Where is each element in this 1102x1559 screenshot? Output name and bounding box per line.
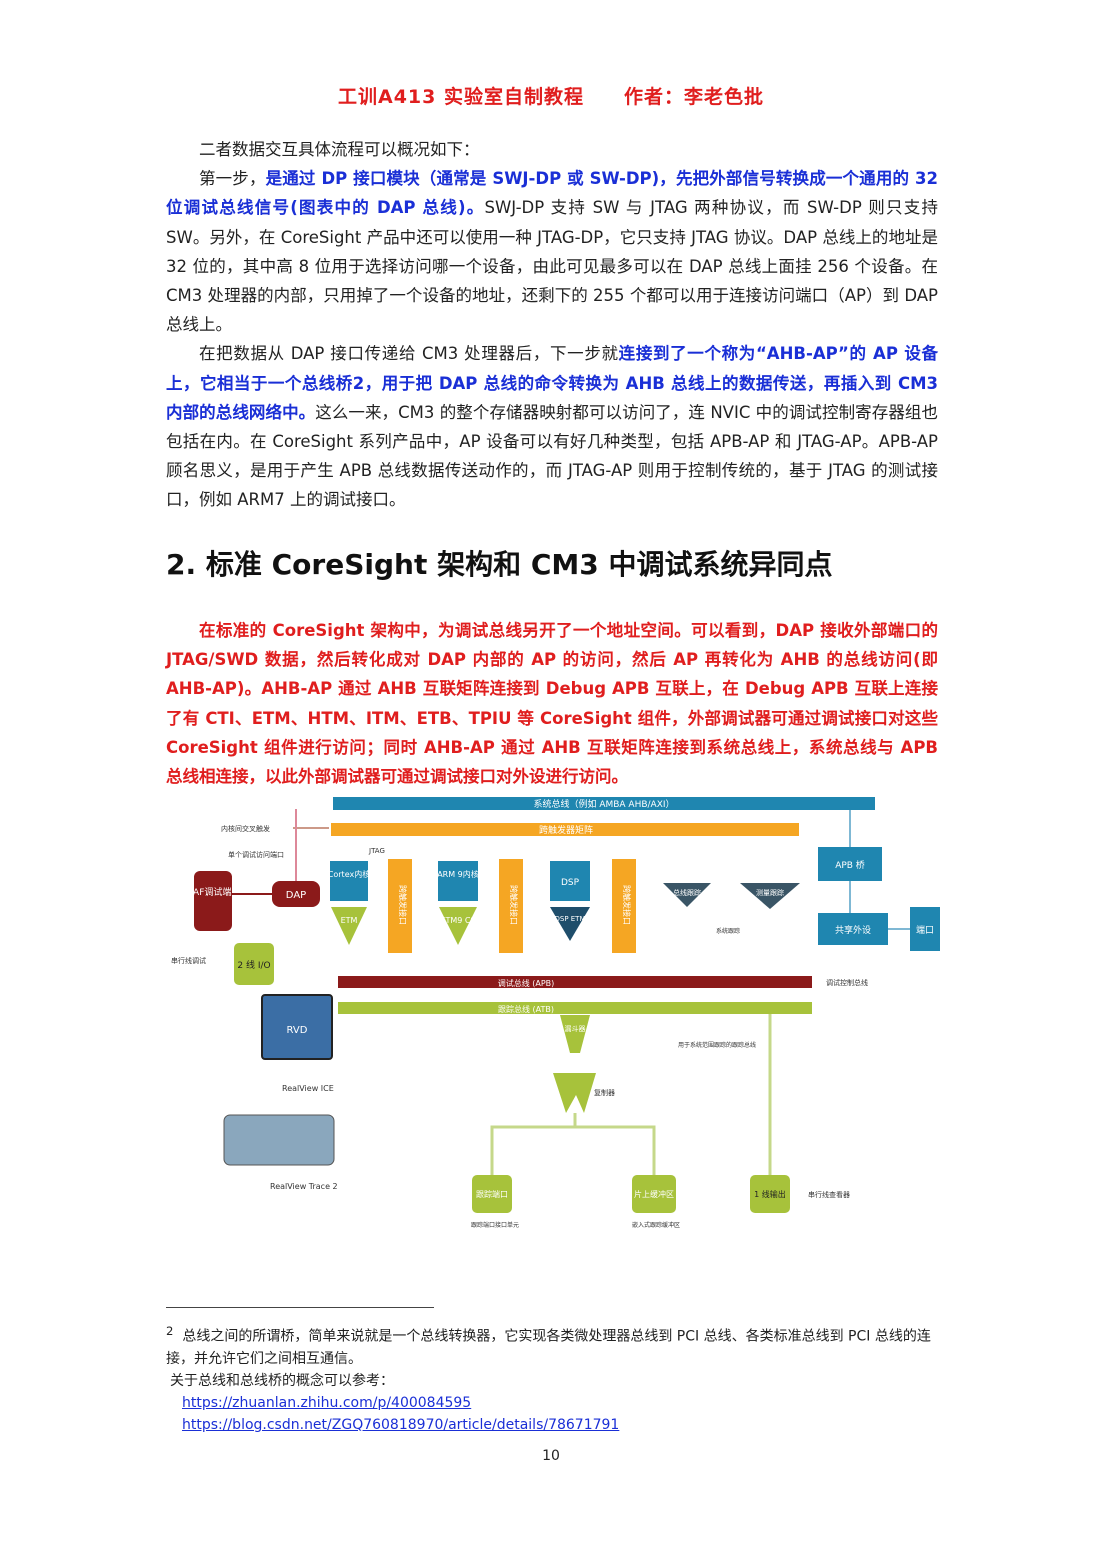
trace-bus-label: 跟踪总线 (ATB) (498, 1004, 554, 1014)
system-bus-label: 系统总线（例如 AMBA AHB/AXI） (533, 798, 674, 810)
two-wire-label: 2 线 I/O (237, 959, 270, 971)
sys-range-trace-label: 用于系统范围跟踪的跟踪总线 (678, 1041, 756, 1049)
system-bus-bar (333, 797, 875, 810)
dap-box (272, 881, 320, 907)
step2-rest: 这么一来，CM3 的整个存储器映射都可以访问了，连 NVIC 中的调试控制寄存器… (166, 402, 938, 510)
etm9-label: ETM9 CS (440, 916, 475, 925)
two-wire-box (234, 943, 274, 985)
bus-trace-label: 总线跟踪 (673, 888, 701, 897)
trace-port-box (472, 1175, 512, 1213)
jtaf-box (194, 871, 232, 931)
one-wire-label: 1 线输出 (754, 1189, 786, 1199)
replicator-label: 复制器 (594, 1088, 615, 1097)
dsp-etm-label: DSP ETM (554, 915, 585, 923)
jtaf-label: JTAF调试端口 (185, 886, 241, 898)
footnote-link-csdn[interactable]: https://blog.csdn.net/ZGQ760818970/artic… (182, 1416, 620, 1433)
section-para-text: 在标准的 CoreSight 架构中，为调试总线另开了一个地址空间。可以看到，D… (166, 621, 938, 787)
step1-lead: 第一步， (199, 169, 266, 189)
dsp-label: DSP (561, 878, 580, 888)
intercore-trigger-label: 内核间交叉触发 (221, 824, 270, 833)
one-wire-box (750, 1175, 790, 1213)
cti3-label: 跨触发接口 (622, 885, 632, 925)
replicator-shape (553, 1073, 596, 1113)
replicator-trace-line (490, 1113, 577, 1175)
rvd-label: RVD (287, 1025, 308, 1036)
step2-bold: 连接到了一个称为“AHB-AP”的 AP 设备上，它相当于一个总线桥2，用于把 … (166, 344, 938, 422)
sys-trace-label: 系统跟踪 (716, 927, 740, 935)
onchip-buffer-label: 片上缓冲区 (634, 1189, 674, 1199)
realview-trace-label: RealView Trace 2 (270, 1182, 338, 1191)
serial-viewer-label: 串行线查看器 (808, 1190, 850, 1199)
trace-port-unit-label: 跟踪端口接口单元 (471, 1221, 519, 1229)
etm9-funnel (439, 907, 477, 945)
step2-lead: 在把数据从 DAP 接口传递给 CM3 处理器后，下一步就 (199, 344, 619, 364)
page-header: 工训A413 实验室自制教程 作者：李老色批 (338, 86, 764, 108)
footnote-text: 总线之间的所谓桥，简单来说就是一个总线转换器，它实现各类微处理器总线到 PCI … (166, 1328, 931, 1367)
cross-trigger-matrix-bar (331, 823, 799, 836)
realview-device (223, 1114, 335, 1166)
cti1-label: 跨触发接口 (398, 885, 408, 925)
page-number: 10 (542, 1448, 560, 1464)
serial-debug-label: 串行线调试 (171, 956, 206, 965)
section-title: 2. 标准 CoreSight 架构和 CM3 中调试系统异同点 (166, 548, 833, 581)
replicator-buffer-line (573, 1113, 656, 1175)
step2-paragraph: 在把数据从 DAP 接口传递给 CM3 处理器后，下一步就连接到了一个称为“AH… (166, 339, 938, 514)
funnel-shape (560, 1015, 590, 1053)
port-box (910, 907, 940, 951)
trace-port-label: 跟踪端口 (476, 1189, 508, 1199)
jtag-label: JTAG (368, 847, 385, 855)
footnote: 2 总线之间的所谓桥，简单来说就是一个总线转换器，它实现各类微处理器总线到 PC… (166, 1320, 938, 1436)
apb-bridge-label: APB 桥 (835, 859, 865, 871)
footnote-ref-label: 关于总线和总线桥的概念可以参考： (170, 1372, 394, 1389)
trace-bus-bar (338, 1002, 812, 1014)
rvd-monitor (261, 994, 333, 1060)
footnote-rule (166, 1307, 434, 1308)
single-debug-port-label: 单个调试访问端口 (228, 850, 284, 859)
measure-trace-label: 测量跟踪 (756, 888, 784, 897)
coresight-diagram: 系统总线（例如 AMBA AHB/AXI） 跨触发器矩阵 内核间交叉触发 单个调… (171, 797, 940, 1229)
debug-ctrl-bus-label: 调试控制总线 (826, 978, 868, 987)
footnote-text-line: 2 总线之间的所谓桥，简单来说就是一个总线转换器，它实现各类微处理器总线到 PC… (166, 1320, 938, 1370)
cross-trigger-matrix-label: 跨触发器矩阵 (539, 824, 593, 836)
cortex-label: Cortex内核 (328, 869, 370, 879)
etm-funnel (331, 907, 367, 945)
port-label: 端口 (916, 924, 934, 936)
shared-periph-label: 共享外设 (835, 924, 871, 936)
cti1-box (388, 859, 412, 953)
dsp-etm-funnel (550, 907, 590, 941)
etm-label: ETM (341, 916, 358, 925)
apb-bridge-box (818, 847, 882, 881)
onchip-buffer-box (632, 1175, 676, 1213)
cti2-box (499, 859, 523, 953)
cti2-label: 跨触发接口 (509, 885, 519, 925)
debug-bus-label: 调试总线 (APB) (498, 978, 555, 988)
funnel-label: 漏斗器 (565, 1024, 586, 1033)
step1-bold: 是通过 DP 接口模块（通常是 SWJ-DP 或 SW-DP)，先把外部信号转换… (166, 169, 938, 218)
realview-ice-label: RealView ICE (282, 1084, 334, 1093)
step1-rest: SWJ-DP 支持 SW 与 JTAG 两种协议，而 SW-DP 则只支持 SW… (166, 198, 938, 335)
arm9-label: ARM 9内核 (437, 869, 479, 879)
section-paragraph: 在标准的 CoreSight 架构中，为调试总线另开了一个地址空间。可以看到，D… (166, 616, 938, 791)
dap-label: DAP (286, 890, 306, 901)
body-text: 二者数据交互具体流程可以概况如下： 第一步，是通过 DP 接口模块（通常是 SW… (166, 135, 938, 515)
dsp-box (550, 861, 590, 901)
step1-paragraph: 第一步，是通过 DP 接口模块（通常是 SWJ-DP 或 SW-DP)，先把外部… (166, 164, 938, 339)
debug-bus-bar (338, 976, 812, 988)
measure-trace-funnel (740, 883, 800, 909)
footnote-link-zhihu[interactable]: https://zhuanlan.zhihu.com/p/400084595 (182, 1394, 472, 1411)
bus-trace-funnel (663, 883, 711, 907)
arm9-box (438, 861, 478, 901)
embedded-buffer-label: 嵌入式跟踪缓冲区 (632, 1221, 680, 1229)
intro-line: 二者数据交互具体流程可以概况如下： (199, 140, 480, 159)
shared-periph-box (818, 913, 888, 945)
footnote-mark: 2 (166, 1324, 174, 1338)
cortex-box (330, 861, 368, 901)
cti3-box (612, 859, 636, 953)
